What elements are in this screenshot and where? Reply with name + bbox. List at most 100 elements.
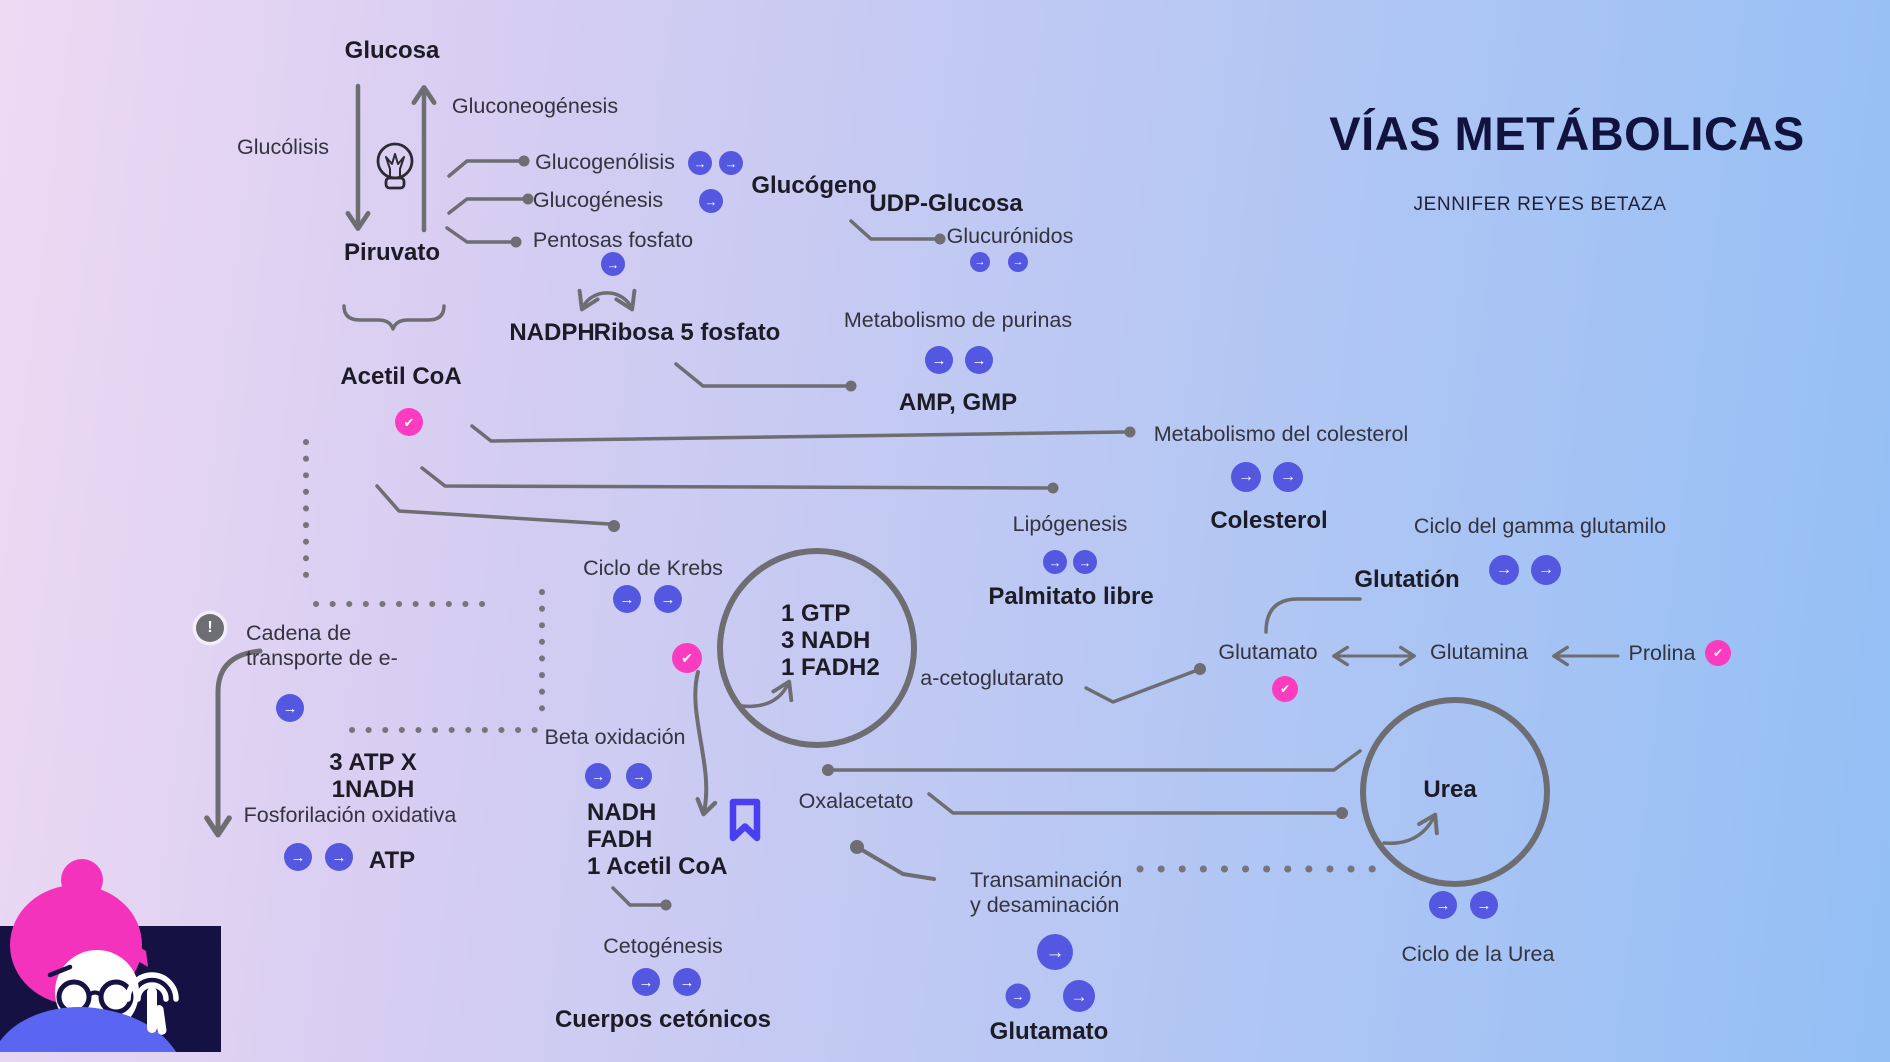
label-glucogenesis: Glucogénesis [532, 188, 664, 212]
arrow-badge-colesterol-1[interactable]: → [1231, 462, 1261, 492]
arrow-icon: → [1538, 561, 1554, 578]
arrow-icon: → [619, 590, 635, 608]
node-glutamato-bottom: Glutamato [989, 1018, 1109, 1045]
node-urea: Urea [1423, 776, 1477, 803]
arrow-badge-cetogenesis-1[interactable]: → [632, 968, 660, 996]
arrow-icon: → [632, 768, 646, 784]
node-cuerpos-cetonicos: Cuerpos cetónicos [554, 1006, 772, 1033]
arrow-icon: → [638, 973, 654, 991]
node-palmitato-libre: Palmitato libre [988, 583, 1154, 610]
label-beta-oxidacion: Beta oxidación [544, 725, 686, 749]
arrow-icon: → [971, 351, 987, 369]
tap-finger [147, 987, 167, 1035]
arrow-badge-fosforilacion-2[interactable]: → [325, 843, 353, 871]
arrow-icon: → [1238, 468, 1254, 485]
arrow-badge-krebs-1[interactable]: → [613, 585, 641, 613]
arrow-badge-cetogenesis-2[interactable]: → [673, 968, 701, 996]
arrow-icon: → [679, 973, 695, 991]
page-title: VÍAS METÁBOLICAS [1329, 107, 1805, 160]
arrow-badge-transaminacion-2[interactable]: → [1005, 983, 1031, 1009]
arrow-badge-transaminacion-3[interactable]: → [1063, 980, 1095, 1012]
arrow-badge-cadena[interactable]: → [276, 694, 304, 722]
node-glutation: Glutatión [1354, 566, 1460, 593]
arrow-badge-glucuronidos-1[interactable]: → [970, 252, 990, 272]
check-badge-acetil-coa[interactable]: ✔ [395, 408, 423, 436]
node-nadph: NADPH [509, 319, 595, 346]
arrow-icon: → [606, 256, 620, 272]
label-prolina: Prolina [1628, 641, 1696, 665]
arrow-icon: → [931, 351, 947, 369]
check-badge-glutamato[interactable]: ✔ [1272, 676, 1298, 702]
arrow-badge-beta-2[interactable]: → [626, 763, 652, 789]
arrow-icon: → [282, 699, 298, 717]
label-glutamato: Glutamato [1218, 640, 1318, 664]
label-lipogenesis: Lipógenesis [1012, 512, 1128, 536]
node-colesterol: Colesterol [1210, 507, 1328, 534]
check-icon: ✔ [681, 650, 693, 666]
check-badge-krebs[interactable]: ✔ [672, 643, 702, 673]
arrow-icon: → [591, 768, 605, 784]
arrow-badge-glucuronidos-2[interactable]: → [1008, 252, 1028, 272]
check-icon: ✔ [1279, 682, 1291, 696]
atp-nadh-yield-text: 3 ATP X 1NADH [329, 749, 417, 803]
arrow-badge-colesterol-2[interactable]: → [1273, 462, 1303, 492]
arrow-icon: → [693, 155, 707, 171]
arrow-icon: → [1496, 561, 1512, 578]
bookmark-icon[interactable] [725, 797, 765, 845]
check-icon: ✔ [403, 414, 415, 430]
arrow-badge-glutation-2[interactable]: → [1531, 555, 1561, 585]
label-oxalacetato: Oxalacetato [798, 789, 914, 813]
arrow-badge-urea-1[interactable]: → [1429, 891, 1457, 919]
arrow-icon: → [704, 193, 718, 209]
node-udp-glucosa: UDP-Glucosa [869, 190, 1023, 217]
node-glucosa: Glucosa [344, 37, 440, 64]
label-metabolismo-colesterol: Metabolismo del colesterol [1153, 422, 1409, 446]
label-pentosas-fosfato: Pentosas fosfato [532, 228, 694, 252]
arrow-icon: → [1476, 896, 1492, 914]
arrow-badge-glucogenolisis-2[interactable]: → [719, 151, 743, 175]
label-ciclo-de-la-urea: Ciclo de la Urea [1401, 942, 1555, 966]
arrow-icon: → [1280, 468, 1296, 485]
arrow-icon: → [1078, 554, 1092, 570]
check-badge-prolina[interactable]: ✔ [1705, 640, 1731, 666]
arrow-badge-beta-1[interactable]: → [585, 763, 611, 789]
label-fosforilacion-oxidativa: Fosforilación oxidativa [243, 803, 457, 827]
label-cadena-transporte: Cadena de transporte de e- [246, 621, 398, 670]
arrow-badge-transaminacion-1[interactable]: → [1037, 934, 1073, 970]
node-glucogeno: Glucógeno [751, 172, 877, 199]
body [0, 1007, 177, 1052]
arrow-badge-purinas-1[interactable]: → [925, 346, 953, 374]
exclamation-icon: ! [207, 619, 213, 636]
arrow-icon: → [1045, 941, 1065, 963]
arrow-icon: → [1435, 896, 1451, 914]
arrow-icon: → [660, 590, 676, 608]
arrow-icon: → [1048, 554, 1062, 570]
arrow-badge-glucogenesis[interactable]: → [699, 189, 723, 213]
arrow-badge-lipogenesis-2[interactable]: → [1073, 550, 1097, 574]
label-metabolismo-purinas: Metabolismo de purinas [843, 308, 1073, 332]
beta-oxidation-yield-text: NADH FADH 1 Acetil CoA [587, 799, 728, 880]
arrow-badge-urea-2[interactable]: → [1470, 891, 1498, 919]
label-glucuronidos: Glucurónidos [946, 224, 1074, 248]
exclamation-badge-cadena[interactable]: ! [196, 614, 224, 642]
check-icon: ✔ [1712, 646, 1724, 660]
label-transaminacion: Transaminación y desaminación [970, 868, 1123, 917]
arrow-badge-fosforilacion-1[interactable]: → [284, 843, 312, 871]
lightbulb-icon[interactable] [372, 138, 418, 196]
arrow-badge-glucogenolisis-1[interactable]: → [688, 151, 712, 175]
label-ciclo-de-krebs: Ciclo de Krebs [583, 556, 723, 580]
arrow-icon: → [1070, 986, 1088, 1006]
node-ribosa-5-fosfato: Ribosa 5 fosfato [593, 319, 781, 346]
node-atp: ATP [368, 847, 416, 874]
arrow-badge-lipogenesis-1[interactable]: → [1043, 550, 1067, 574]
page-subtitle: JENNIFER REYES BETAZA [1413, 194, 1667, 215]
arrow-badge-krebs-2[interactable]: → [654, 585, 682, 613]
node-acetil-coa: Acetil CoA [340, 363, 462, 390]
arrow-icon: → [290, 848, 306, 866]
arrow-badge-glutation-1[interactable]: → [1489, 555, 1519, 585]
arrow-badge-pentosas[interactable]: → [601, 252, 625, 276]
glasses-right-lens [98, 979, 134, 1015]
arrow-badge-purinas-2[interactable]: → [965, 346, 993, 374]
